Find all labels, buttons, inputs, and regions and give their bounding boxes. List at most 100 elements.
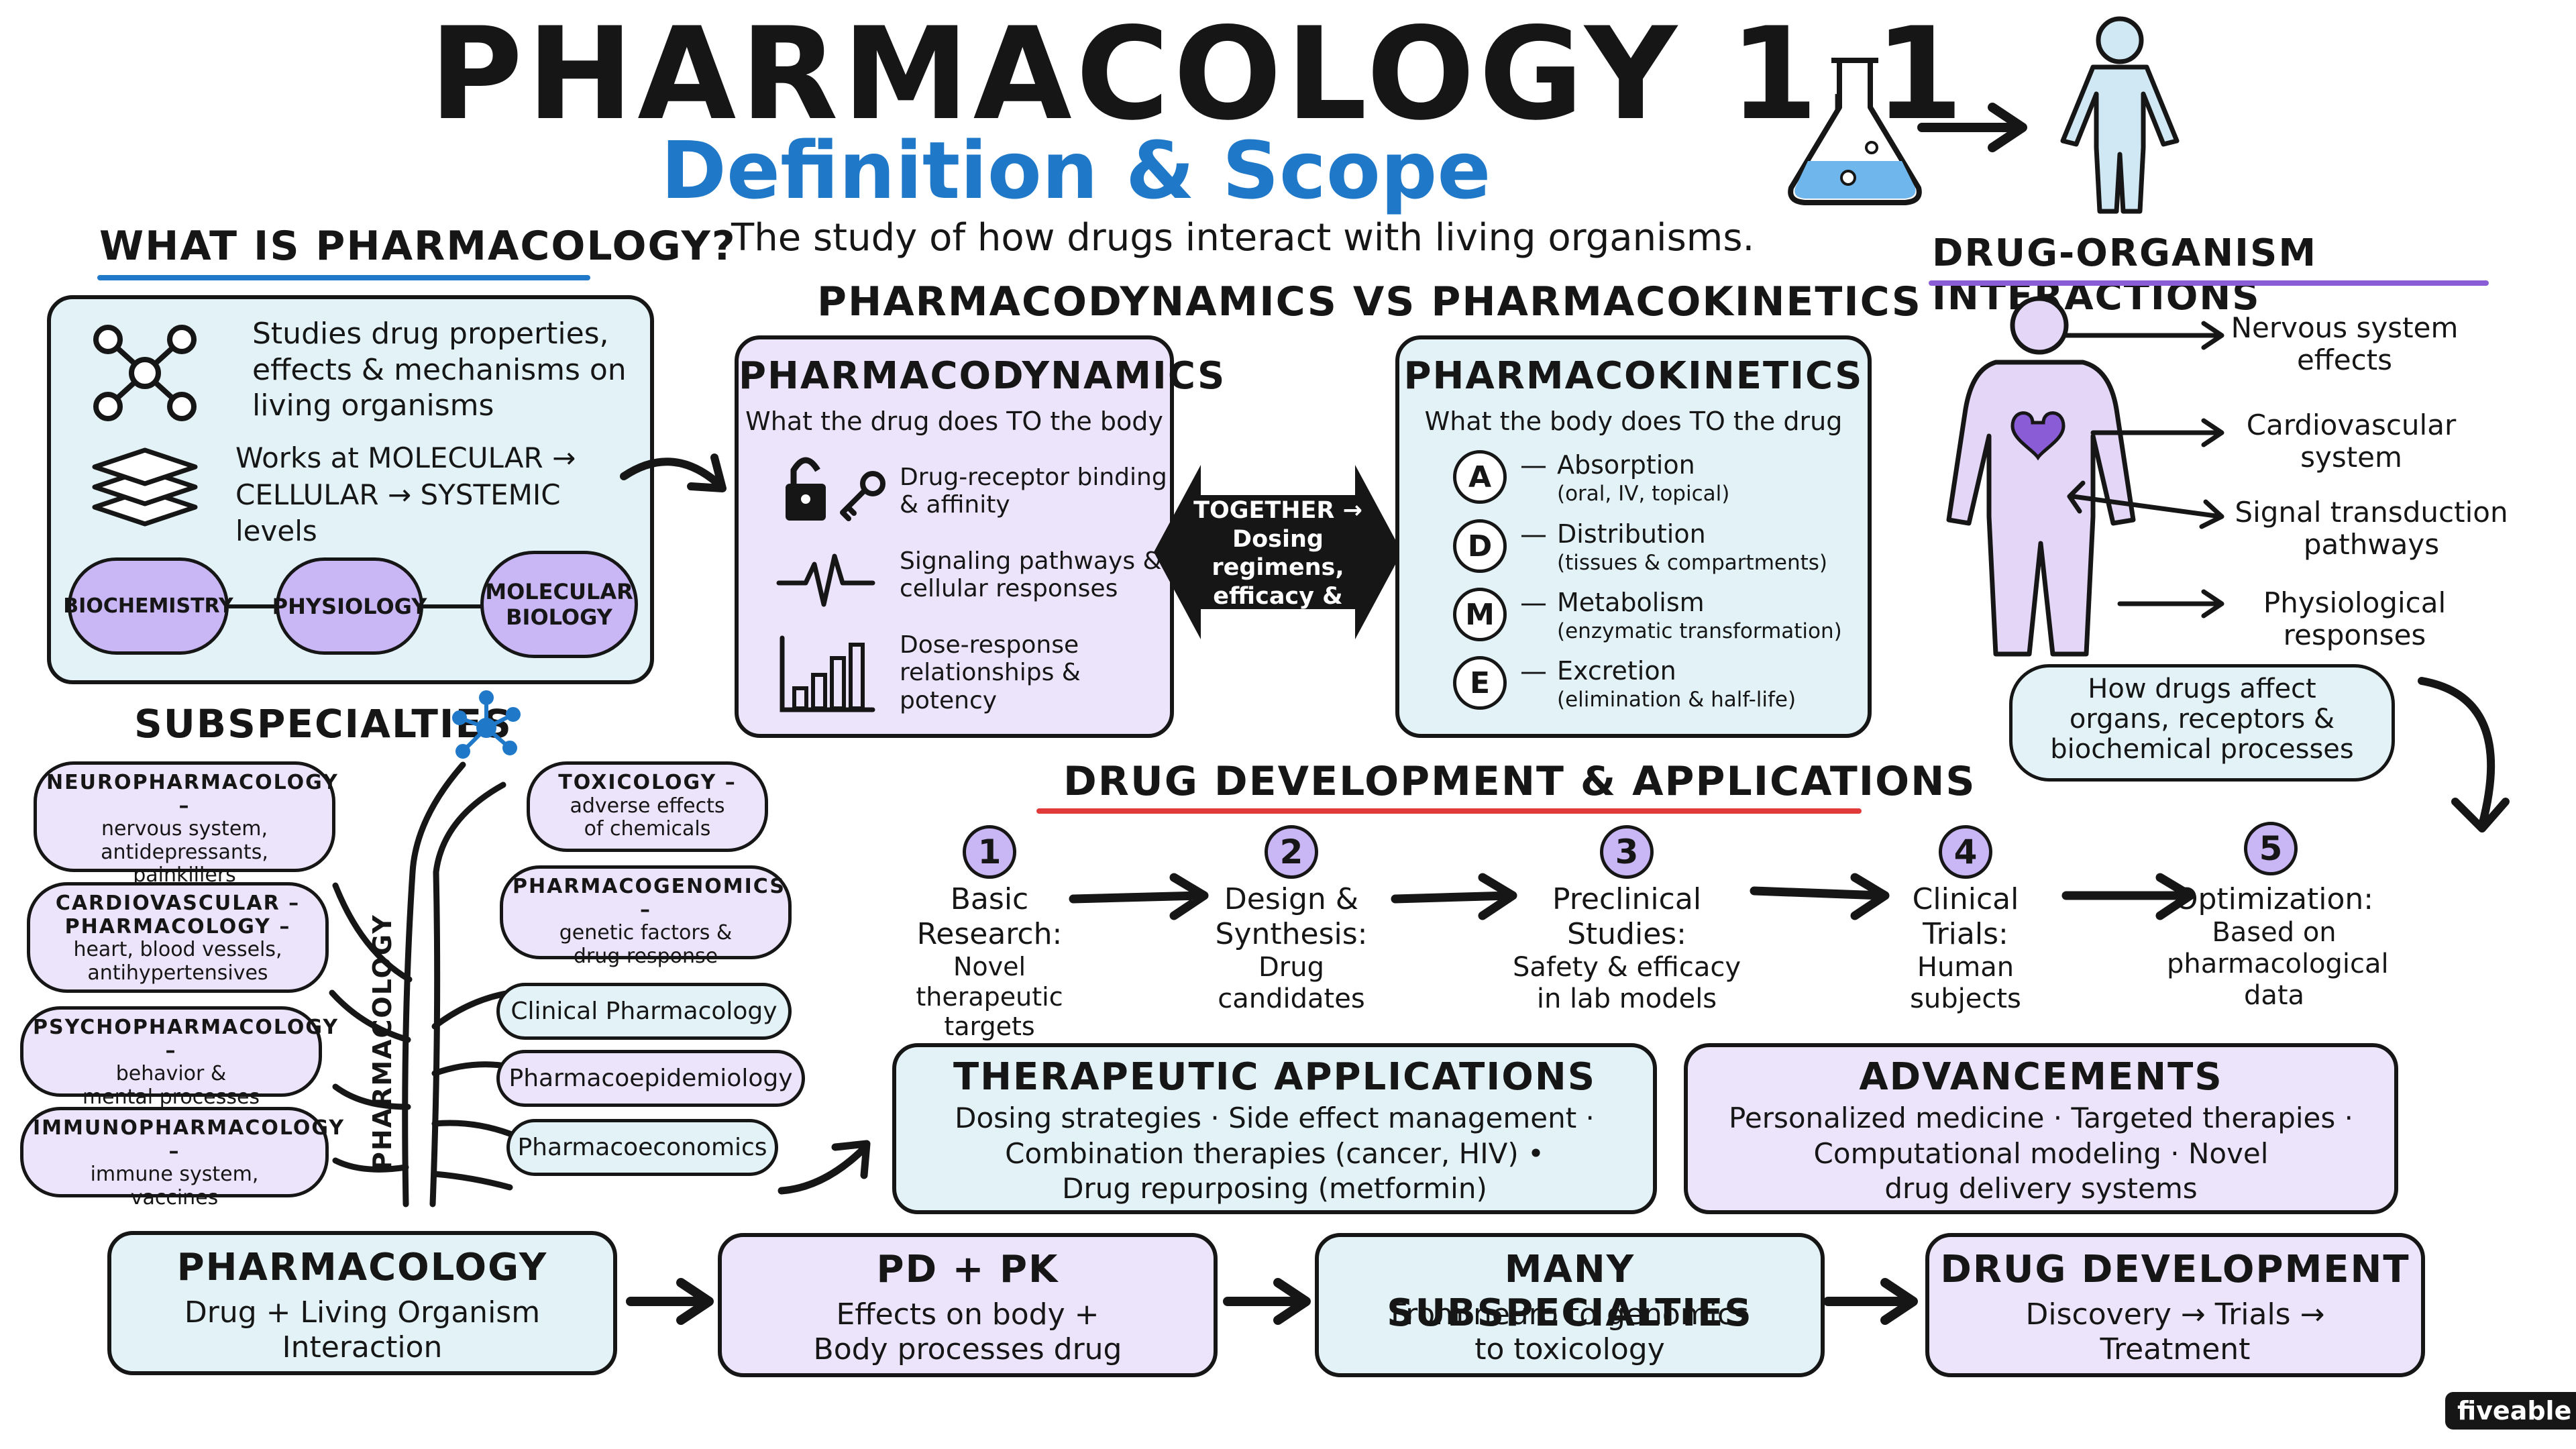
adme-dash: — xyxy=(1520,656,1547,687)
interaction-physiological: Physiological responses xyxy=(2263,586,2447,652)
subspecialties-heading: SUBSPECIALTIES xyxy=(134,701,513,747)
tree-trunk-label: PHARMACOLOGY xyxy=(368,914,397,1171)
therapeutic-panel: THERAPEUTIC APPLICATIONS Dosing strategi… xyxy=(892,1043,1657,1214)
step-preclinical: Preclinical Studies: Safety & efficacy i… xyxy=(1503,882,1751,1015)
step-detail: Drug candidates xyxy=(1218,951,1365,1014)
summary-title: DRUG DEVELOPMENT xyxy=(1940,1248,2410,1291)
interaction-arrows xyxy=(2063,321,2224,619)
pulse-icon xyxy=(776,553,875,607)
summary-subspecialties: MANY SUBSPECIALTIES From neuro to genomi… xyxy=(1315,1233,1825,1377)
summary-body: Drug + Living Organism Interaction xyxy=(184,1295,541,1364)
step-number-5: 5 xyxy=(2244,822,2298,875)
step-number-3: 3 xyxy=(1600,825,1654,879)
advancements-body: Personalized medicine · Targeted therapi… xyxy=(1729,1102,2353,1205)
subspecialties-to-therapeutic-arrow xyxy=(777,1140,871,1195)
note-curved-arrow xyxy=(2418,677,2510,833)
interaction-signal: Signal transduction pathways xyxy=(2235,496,2508,561)
pk-panel: PHARMACOKINETICS What the body does TO t… xyxy=(1395,335,1872,738)
pk-absorption-detail: (oral, IV, topical) xyxy=(1557,482,1730,506)
subspecialty-epidemiology: Pharmacoepidemiology xyxy=(496,1050,805,1107)
summary-pd-pk: PD + PK Effects on body + Body processes… xyxy=(718,1233,1218,1377)
subspecialty-neuro: NEUROPHARMACOLOGY – nervous system, anti… xyxy=(34,761,339,887)
subspecialty-detail: behavior & mental processes xyxy=(82,1062,260,1109)
summary-arrows xyxy=(626,1278,1918,1325)
pharmacology-tree xyxy=(329,761,513,1208)
what-is-heading: WHAT IS PHARMACOLOGY? xyxy=(99,223,737,270)
pk-distribution-detail: (tissues & compartments) xyxy=(1557,551,1828,575)
adme-letter-d: D xyxy=(1453,519,1507,573)
development-underline xyxy=(1036,808,1862,814)
development-heading: DRUG DEVELOPMENT & APPLICATIONS xyxy=(1063,758,1976,805)
subspecialty-name: TOXICOLOGY – xyxy=(558,771,737,794)
pd-item-dose-response: Dose-response relationships & potency xyxy=(900,631,1081,714)
subspecialty-immuno: IMMUNOPHARMACOLOGY – immune system, vacc… xyxy=(20,1107,345,1209)
summary-body: Discovery → Trials → Treatment xyxy=(2025,1297,2325,1366)
field-biochemistry: BIOCHEMISTRY xyxy=(63,557,233,655)
subspecialty-name: PHARMACOGENOMICS – xyxy=(513,875,786,922)
pd-subtitle: What the drug does TO the body xyxy=(745,407,1163,436)
flask-to-body-arrow xyxy=(1917,103,2027,152)
pd-vs-pk-heading: PHARMACODYNAMICS VS PHARMACOKINETICS xyxy=(817,278,1922,325)
adme-dash: — xyxy=(1520,519,1547,550)
pk-subtitle: What the body does TO the drug xyxy=(1424,407,1843,436)
subspecialty-economics: Pharmacoeconomics xyxy=(506,1119,778,1176)
summary-title: MANY SUBSPECIALTIES xyxy=(1387,1248,1753,1335)
field-physiology: PHYSIOLOGY xyxy=(272,557,427,655)
subspecialty-name: NEUROPHARMACOLOGY – xyxy=(46,771,339,818)
step-detail: Safety & efficacy in lab models xyxy=(1512,951,1741,1014)
field-molecular-biology: MOLECULAR BIOLOGY xyxy=(480,551,638,658)
lock-key-icon xyxy=(786,457,885,521)
adme-letter-m: M xyxy=(1453,588,1507,641)
molecule-icon xyxy=(93,325,197,421)
subspecialty-name: IMMUNOPHARMACOLOGY – xyxy=(33,1116,345,1163)
bar-chart-icon xyxy=(780,635,875,712)
subspecialty-name: Clinical Pharmacology xyxy=(511,997,777,1025)
page-title: PHARMACOLOGY 1.1 xyxy=(429,0,1968,148)
advancements-panel: ADVANCEMENTS Personalized medicine · Tar… xyxy=(1684,1043,2398,1214)
interactions-underline xyxy=(1929,280,2489,286)
summary-body: From neuro to genomics to toxicology xyxy=(1390,1297,1750,1366)
step-number-2: 2 xyxy=(1265,825,1318,879)
pd-item-binding: Drug-receptor binding & affinity xyxy=(900,464,1167,519)
adme-letter-e: E xyxy=(1453,656,1507,710)
pd-item-signaling: Signaling pathways & cellular responses xyxy=(900,547,1162,603)
pk-absorption: Absorption xyxy=(1557,450,1695,480)
adme-dash: — xyxy=(1520,450,1547,481)
interaction-nervous: Nervous system effects xyxy=(2231,311,2459,377)
step-title: Optimization: xyxy=(2174,882,2374,916)
summary-pharmacology: PHARMACOLOGY Drug + Living Organism Inte… xyxy=(107,1231,617,1375)
summary-title: PD + PK xyxy=(876,1248,1059,1291)
tagline: The study of how drugs interact with liv… xyxy=(731,216,1755,260)
what-is-panel: Studies drug properties, effects & mecha… xyxy=(47,295,654,684)
summary-title: PHARMACOLOGY xyxy=(176,1246,548,1289)
step-title: Clinical Trials: xyxy=(1912,882,2019,951)
pd-title: PHARMACODYNAMICS xyxy=(739,354,1226,398)
step-detail: Based on pharmacological data xyxy=(2167,916,2389,1012)
subspecialty-detail: nervous system, antidepressants, painkil… xyxy=(101,817,268,887)
subspecialty-detail: immune system, vaccines xyxy=(90,1163,259,1210)
page-subtitle: Definition & Scope xyxy=(661,124,1491,217)
adme-letter-a: A xyxy=(1453,450,1507,504)
subspecialty-detail: adverse effects of chemicals xyxy=(570,794,725,841)
interactions-note: How drugs affect organs, receptors & bio… xyxy=(2009,664,2395,782)
step-detail: Novel therapeutic targets xyxy=(916,951,1063,1042)
subspecialty-name: Pharmacoeconomics xyxy=(517,1133,767,1161)
flask-icon xyxy=(1788,58,1922,205)
step-detail: Human subjects xyxy=(1910,951,2021,1014)
subspecialty-name: CARDIOVASCULAR – PHARMACOLOGY – xyxy=(55,892,301,938)
what-is-item-levels: Works at MOLECULAR → CELLULAR → SYSTEMIC… xyxy=(235,441,576,548)
summary-drug-development: DRUG DEVELOPMENT Discovery → Trials → Tr… xyxy=(1925,1233,2425,1377)
together-label: TOGETHER → Dosing regimens, efficacy & t… xyxy=(1193,497,1362,667)
step-arrows xyxy=(1069,873,2195,920)
human-figure-icon xyxy=(2060,16,2180,214)
layers-icon xyxy=(92,447,198,527)
pk-excretion-detail: (elimination & half-life) xyxy=(1557,688,1796,712)
pk-excretion: Excretion xyxy=(1557,656,1676,686)
pk-metabolism-detail: (enzymatic transformation) xyxy=(1557,619,1842,643)
step-clinical-trials: Clinical Trials: Human subjects xyxy=(1885,882,2046,1015)
subspecialty-pharmacogenomics: PHARMACOGENOMICS – genetic factors & dru… xyxy=(500,865,792,967)
subspecialty-psycho: PSYCHOPHARMACOLOGY – behavior & mental p… xyxy=(20,1006,337,1108)
brand-badge: fiveable xyxy=(2445,1392,2576,1430)
pk-title: PHARMACOKINETICS xyxy=(1403,354,1864,398)
subspecialty-toxicology: TOXICOLOGY – adverse effects of chemical… xyxy=(527,761,768,852)
